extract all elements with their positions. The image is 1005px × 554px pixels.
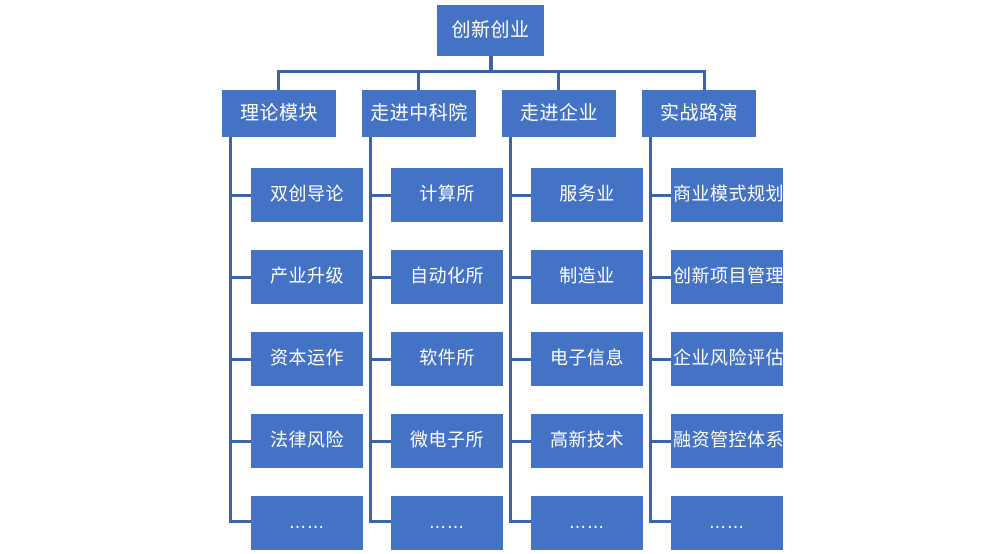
connector-stub-4-5 [649, 520, 671, 523]
node-leaf-2-1[interactable]: 计算所 [391, 168, 503, 222]
connector-rail-column-4 [649, 137, 652, 523]
connector-stub-1-1 [229, 194, 251, 197]
connector-stub-4-4 [649, 440, 671, 443]
connector-drop-branch-1 [277, 70, 280, 90]
node-leaf-2-2[interactable]: 自动化所 [391, 250, 503, 304]
node-leaf-4-4[interactable]: 融资管控体系 [671, 414, 784, 468]
connector-stub-1-4 [229, 440, 251, 443]
connector-drop-branch-3 [557, 70, 560, 90]
node-branch-enterprise-visit[interactable]: 走进企业 [502, 90, 616, 137]
connector-stub-3-5 [509, 520, 531, 523]
node-leaf-2-3[interactable]: 软件所 [391, 332, 503, 386]
node-branch-theory[interactable]: 理论模块 [222, 90, 336, 137]
node-leaf-1-1[interactable]: 双创导论 [251, 168, 363, 222]
node-leaf-3-5[interactable]: …… [531, 496, 643, 550]
connector-stub-4-2 [649, 276, 671, 279]
node-leaf-3-1[interactable]: 服务业 [531, 168, 643, 222]
node-leaf-2-5[interactable]: …… [391, 496, 503, 550]
connector-stub-1-3 [229, 358, 251, 361]
connector-stub-4-3 [649, 358, 671, 361]
connector-stub-3-3 [509, 358, 531, 361]
node-leaf-4-3[interactable]: 企业风险评估 [671, 332, 784, 386]
node-leaf-4-2[interactable]: 创新项目管理 [671, 250, 784, 304]
node-leaf-3-3[interactable]: 电子信息 [531, 332, 643, 386]
connector-rail-column-2 [369, 137, 372, 523]
node-leaf-4-5[interactable]: …… [671, 496, 783, 550]
connector-root-stem [489, 56, 493, 71]
node-leaf-3-2[interactable]: 制造业 [531, 250, 643, 304]
node-branch-cas-visit[interactable]: 走进中科院 [362, 90, 476, 137]
node-root[interactable]: 创新创业 [437, 5, 544, 56]
connector-stub-2-1 [369, 194, 391, 197]
connector-stub-3-1 [509, 194, 531, 197]
node-leaf-1-2[interactable]: 产业升级 [251, 250, 363, 304]
connector-rail-column-1 [229, 137, 232, 523]
connector-drop-branch-4 [703, 70, 706, 90]
node-leaf-4-1[interactable]: 商业模式规划 [671, 168, 784, 222]
connector-stub-2-3 [369, 358, 391, 361]
node-leaf-1-5[interactable]: …… [251, 496, 363, 550]
connector-drop-branch-2 [417, 70, 420, 90]
connector-stub-2-4 [369, 440, 391, 443]
node-leaf-2-4[interactable]: 微电子所 [391, 414, 503, 468]
connector-stub-3-4 [509, 440, 531, 443]
connector-branch-bus [278, 70, 706, 73]
connector-stub-3-2 [509, 276, 531, 279]
connector-stub-1-2 [229, 276, 251, 279]
node-leaf-1-4[interactable]: 法律风险 [251, 414, 363, 468]
connector-stub-4-1 [649, 194, 671, 197]
connector-rail-column-3 [509, 137, 512, 523]
connector-stub-2-5 [369, 520, 391, 523]
node-leaf-3-4[interactable]: 高新技术 [531, 414, 643, 468]
node-leaf-1-3[interactable]: 资本运作 [251, 332, 363, 386]
node-branch-roadshow[interactable]: 实战路演 [642, 90, 756, 137]
connector-stub-2-2 [369, 276, 391, 279]
connector-stub-1-5 [229, 520, 251, 523]
